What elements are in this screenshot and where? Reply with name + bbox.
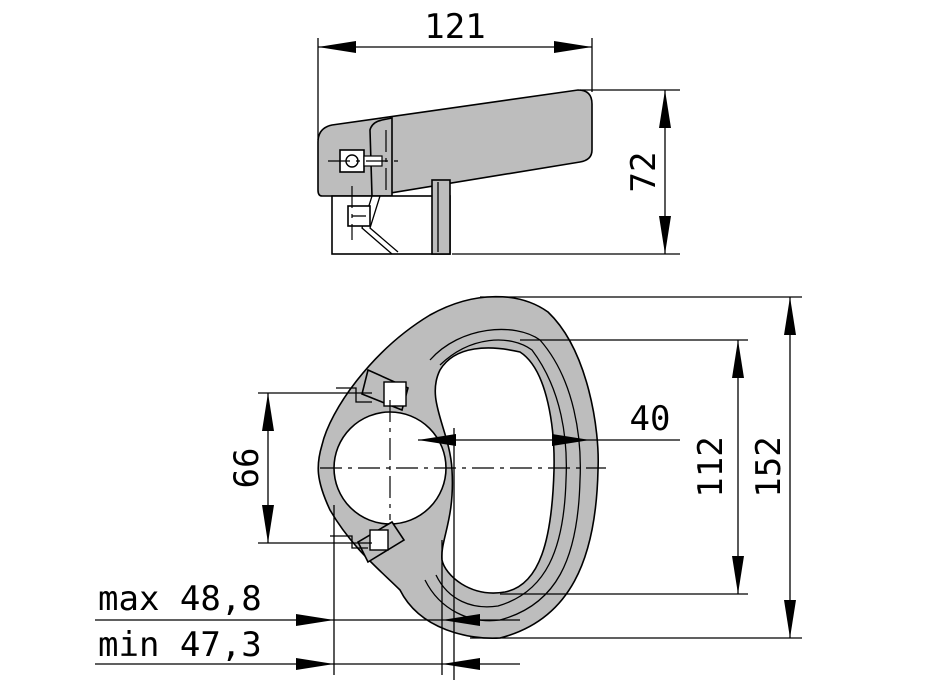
plan-view: 66 40 112 152 max 48,8 min 47,3 xyxy=(95,295,802,680)
lever-body xyxy=(317,89,593,197)
support-post xyxy=(431,179,451,255)
dimension-min: min 47,3 xyxy=(98,625,262,665)
dimension-66: 66 xyxy=(227,448,267,489)
dimension-40: 40 xyxy=(630,399,671,439)
dimension-112: 112 xyxy=(691,436,731,497)
dimension-max: max 48,8 xyxy=(98,579,262,619)
dimension-72: 72 xyxy=(624,152,664,193)
dimension-152: 152 xyxy=(749,436,789,497)
side-view: 121 72 xyxy=(317,7,680,255)
grip-opening xyxy=(434,347,555,594)
dimension-121: 121 xyxy=(424,7,485,47)
